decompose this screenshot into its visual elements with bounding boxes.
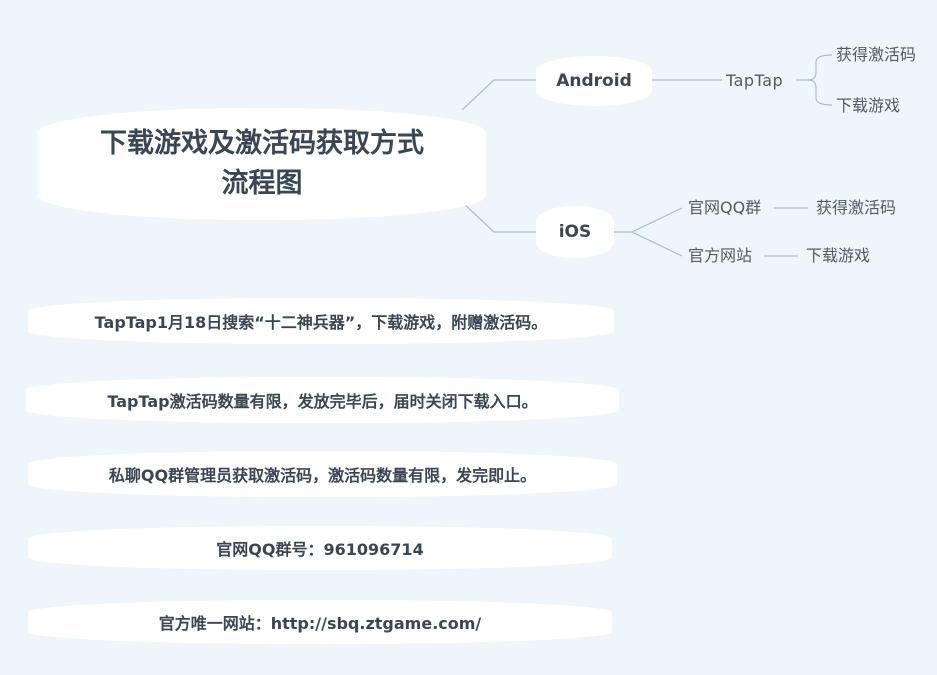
connector-ios-website <box>631 231 683 257</box>
node-ios-qqgroup[interactable]: 官网QQ群 <box>688 198 762 217</box>
note-qq-admin[interactable]: 私聊QQ群管理员获取激活码，激活码数量有限，发完即止。 <box>28 451 617 497</box>
note-qq-group-number-text: 官网QQ群号：961096714 <box>216 540 424 559</box>
note-taptap-search-text: TapTap1月18日搜索“十二神兵器”，下载游戏，附赠激活码。 <box>94 313 548 332</box>
node-android[interactable]: Android <box>536 56 652 106</box>
node-ios[interactable]: iOS <box>536 206 614 258</box>
note-code-limit[interactable]: TapTap激活码数量有限，发放完毕后，届时关闭下载入口。 <box>26 377 619 423</box>
connector-ios-qqgroup <box>614 207 683 233</box>
node-taptap[interactable]: TapTap <box>726 71 784 90</box>
root-title-line2: 流程图 <box>221 168 303 199</box>
note-official-website[interactable]: 官方唯一网站：http://sbq.ztgame.com/ <box>28 600 612 644</box>
connector-taptap-getcode <box>796 54 833 81</box>
note-qq-admin-text: 私聊QQ群管理员获取激活码，激活码数量有限，发完即止。 <box>108 466 537 485</box>
leaf-ios-download[interactable]: 下载游戏 <box>806 246 871 265</box>
note-taptap-search[interactable]: TapTap1月18日搜索“十二神兵器”，下载游戏，附赠激活码。 <box>28 298 614 344</box>
connector-taptap-download <box>807 79 833 106</box>
leaf-ios-getcode[interactable]: 获得激活码 <box>816 198 897 217</box>
note-qq-group-number[interactable]: 官网QQ群号：961096714 <box>28 526 612 570</box>
node-ios-website[interactable]: 官方网站 <box>688 246 753 265</box>
note-code-limit-text: TapTap激活码数量有限，发放完毕后，届时关闭下载入口。 <box>107 392 538 411</box>
root-node[interactable]: 下载游戏及激活码获取方式 流程图 <box>38 108 486 220</box>
node-android-label: Android <box>556 71 632 91</box>
connector-root-android <box>461 79 536 111</box>
node-ios-label: iOS <box>558 222 592 242</box>
note-official-website-text: 官方唯一网站：http://sbq.ztgame.com/ <box>158 614 482 633</box>
root-title-line1: 下载游戏及激活码获取方式 <box>100 128 424 159</box>
leaf-android-getcode[interactable]: 获得激活码 <box>836 45 917 64</box>
leaf-android-download[interactable]: 下载游戏 <box>836 96 901 115</box>
connector-root-ios <box>461 201 536 233</box>
